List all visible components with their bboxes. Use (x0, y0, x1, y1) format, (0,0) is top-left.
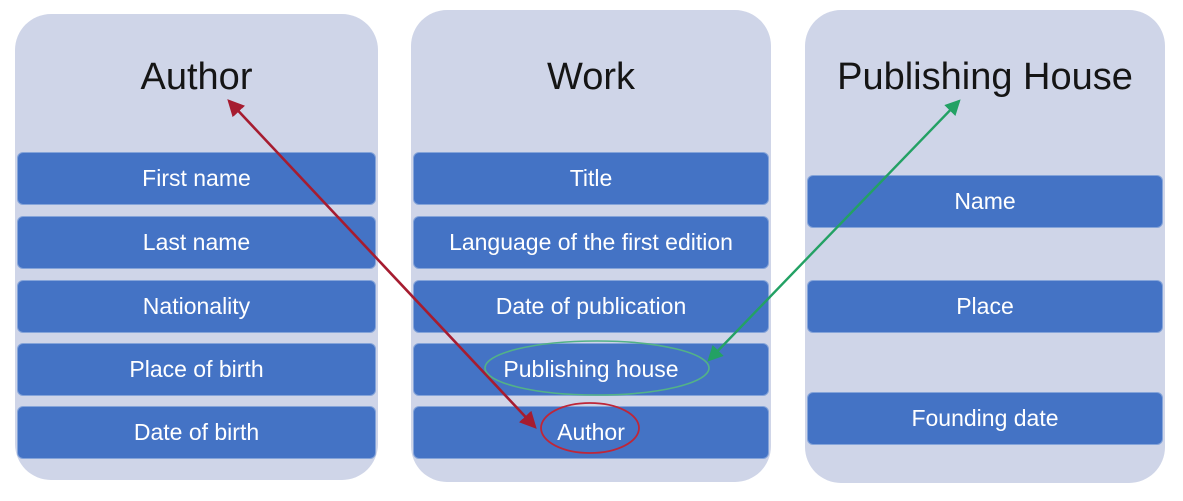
attribute-language-first-edition: Language of the first edition (413, 216, 769, 269)
attribute-date-of-birth: Date of birth (17, 406, 376, 459)
attribute-last-name: Last name (17, 216, 376, 269)
attribute-date-of-publication: Date of publication (413, 280, 769, 333)
attribute-name: Name (807, 175, 1163, 228)
attribute-publishing-house: Publishing house (413, 343, 769, 396)
entity-work-title: Work (547, 56, 635, 98)
entity-author: Author First name Last name Nationality … (15, 14, 378, 480)
entity-author-title: Author (140, 56, 253, 98)
entity-publishing-house-title: Publishing House (837, 56, 1133, 98)
attribute-founding-date: Founding date (807, 392, 1163, 445)
attribute-author: Author (413, 406, 769, 459)
attribute-title: Title (413, 152, 769, 205)
attribute-nationality: Nationality (17, 280, 376, 333)
attribute-place: Place (807, 280, 1163, 333)
entity-publishing-house: Publishing House Name Place Founding dat… (805, 10, 1165, 483)
attribute-first-name: First name (17, 152, 376, 205)
entity-work: Work Title Language of the first edition… (411, 10, 771, 482)
attribute-place-of-birth: Place of birth (17, 343, 376, 396)
